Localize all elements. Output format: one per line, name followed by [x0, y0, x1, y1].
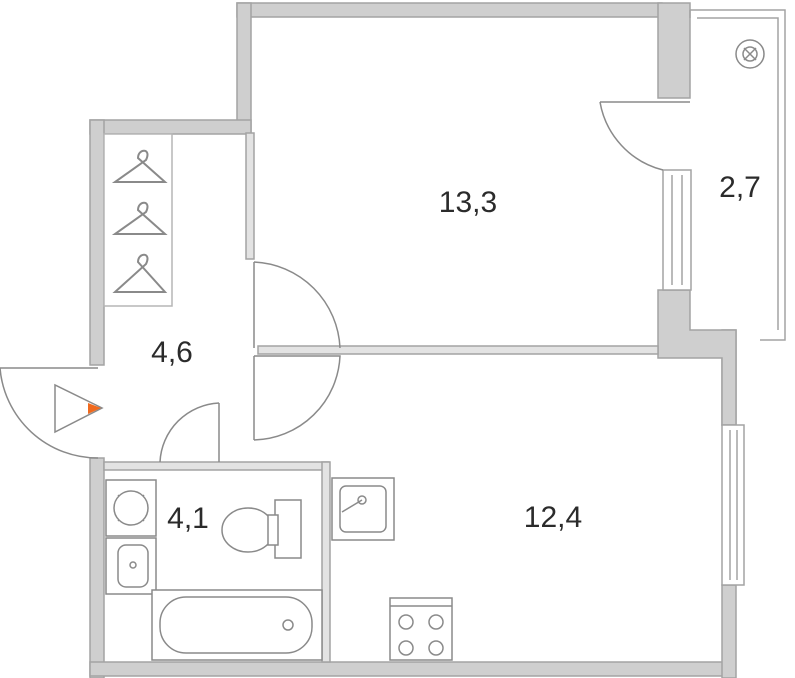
wall-bath-top [103, 461, 330, 471]
room-area-bedroom: 13,3 [439, 186, 497, 219]
kitchen-fixtures [331, 477, 453, 661]
wall-right-lower [721, 584, 737, 678]
entrance-arrow-icon [54, 383, 104, 434]
ventilation-icon [735, 39, 765, 69]
wall-hall-top [89, 119, 252, 135]
door-kitchen [253, 355, 341, 441]
wall-balcony-corner [657, 289, 737, 426]
entrance-marker [54, 383, 104, 434]
door-entrance [0, 367, 99, 459]
wall-bedroom-bottom [257, 345, 659, 355]
wall-bottom [89, 661, 731, 677]
wardrobe-hangers [111, 149, 168, 293]
hanger-icon [111, 149, 168, 183]
doors [0, 101, 690, 463]
wall-upper-left-vertical [236, 2, 252, 134]
room-area-kitchen-living: 12,4 [524, 501, 582, 534]
room-area-balcony: 2,7 [719, 171, 761, 204]
wall-top [236, 2, 663, 18]
wall-wardrobe [103, 133, 173, 307]
room-area-hallway: 4,6 [151, 336, 193, 369]
wall-left-lower [89, 457, 105, 678]
room-area-bathroom: 4,1 [167, 502, 209, 535]
hanger-icon [112, 253, 168, 293]
wall-bath-right [321, 461, 331, 663]
window-kitchen [721, 424, 745, 586]
bathroom-fixtures [105, 479, 323, 661]
balcony-railing [662, 9, 786, 586]
wall-left-upper [89, 119, 105, 366]
walls [89, 2, 737, 678]
window-bedroom-balcony [662, 169, 692, 291]
hanger-icon [111, 201, 168, 235]
wall-bedroom-right-pillar [657, 2, 691, 99]
door-bedroom [253, 261, 341, 349]
door-balcony [599, 101, 690, 171]
toilet-icon [221, 507, 275, 553]
wall-bedroom-left [245, 132, 255, 260]
entrance-accent-icon [88, 403, 101, 414]
door-bathroom [159, 402, 220, 463]
